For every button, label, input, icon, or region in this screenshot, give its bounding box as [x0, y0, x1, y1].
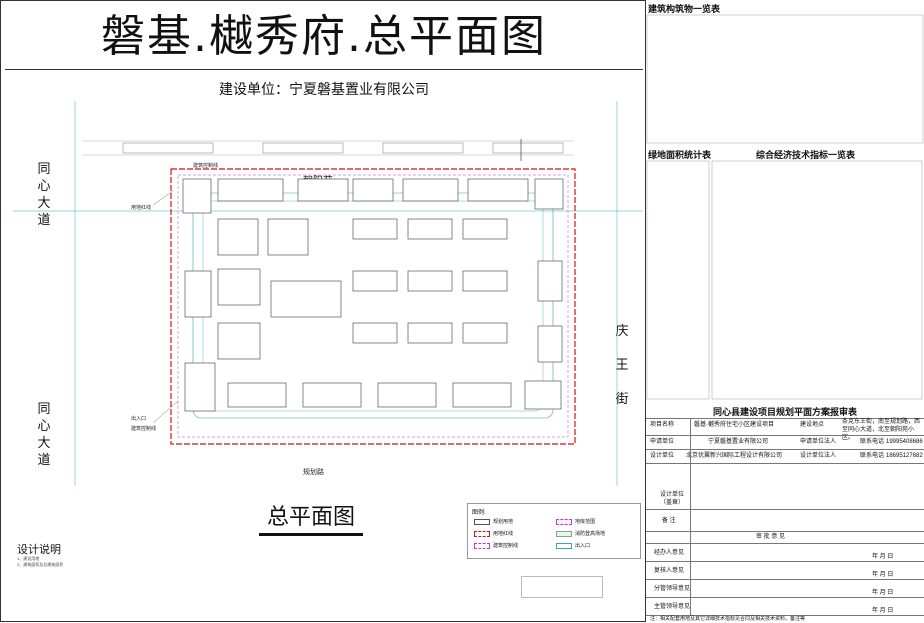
- building: [270, 280, 342, 318]
- location-label: 建设地点: [800, 422, 825, 428]
- building: [452, 382, 512, 408]
- project-name: 磐基·樾秀府住宅小区建设项目: [694, 422, 774, 428]
- setback-line: [177, 174, 569, 438]
- building: [302, 382, 362, 408]
- building: [352, 270, 398, 292]
- applicant: 宁夏磐基置业有限公司: [708, 439, 769, 445]
- building: [352, 178, 394, 202]
- building: [377, 382, 437, 408]
- project-name-label: 项目名称: [650, 422, 675, 428]
- building: [352, 218, 398, 240]
- design-contact-label: 设计单位法人: [800, 453, 837, 459]
- report-title: 同心县建设项目规划平面方案报审表: [712, 407, 857, 417]
- design-notes-heading: 设计说明: [17, 544, 61, 556]
- design-label: 设计单位: [650, 453, 675, 459]
- location: 条克东王街，南至规划路，西至同心大道，北至朝阳苑小区。: [842, 419, 921, 441]
- building: [534, 178, 564, 210]
- design: 北京优翼新兴国际工程设计有限公司: [686, 453, 783, 459]
- sign1: 经办人意见: [654, 550, 685, 556]
- building: [462, 322, 508, 344]
- table2-title: 绿地面积统计表: [648, 150, 712, 160]
- building: [407, 322, 453, 344]
- building: [402, 178, 459, 202]
- main-title: 磐基.樾秀府.总平面图: [5, 5, 643, 70]
- greenline-label: 建筑控制线: [131, 425, 156, 432]
- report-footer: 注：相关配套用地及其它详细技术指标见合同及相关技术资料。备注等: [650, 616, 806, 622]
- building: [217, 322, 261, 360]
- building: [227, 382, 287, 408]
- date: 年 月 日: [872, 572, 894, 578]
- phone: 19995408686: [886, 439, 923, 445]
- site-plan: 朝阳苑: [13, 101, 643, 486]
- boundary-label: 用地红线: [131, 204, 151, 211]
- legend: 图例: 规划用地 用地红线 建筑控制线 地库范围 消防登高场地 出入口: [467, 503, 641, 559]
- building: [217, 218, 259, 256]
- client-line: 建设单位：宁夏磐基置业有限公司: [219, 81, 429, 97]
- building: [407, 270, 453, 292]
- south-road-label: 规划路: [303, 467, 324, 476]
- table3-title: 综合经济技术指标一览表: [756, 150, 856, 160]
- building: [217, 178, 284, 202]
- legend-item: 规划用地: [474, 518, 513, 525]
- legend-item: 建筑控制线: [474, 542, 518, 549]
- drawing-sheet: 磐基.樾秀府.总平面图 建设单位：宁夏磐基置业有限公司 同心大道 同心大道 庆王…: [0, 0, 646, 622]
- building: [267, 218, 309, 256]
- legend-item: 消防登高场地: [556, 530, 605, 537]
- sign3: 分管领导意见: [654, 586, 691, 592]
- legend-item: 出入口: [556, 542, 590, 549]
- building: [182, 178, 212, 214]
- notes-line: 1、建设用地: [17, 556, 40, 561]
- west-road-label-top: 同心大道: [37, 162, 51, 228]
- legend-title: 图例:: [472, 510, 486, 516]
- east-road-label: 庆王街: [615, 324, 629, 407]
- leader-line: [152, 400, 179, 424]
- notes-line: 2、建筑面积及总建筑面积: [17, 562, 64, 567]
- building: [297, 178, 349, 202]
- exit-label: 出入口: [131, 415, 146, 422]
- site-boundary: [170, 168, 576, 445]
- sign2: 复核人意见: [654, 568, 685, 574]
- applicant-contact-label: 申请单位法人: [800, 439, 837, 445]
- building: [352, 322, 398, 344]
- date: 年 月 日: [872, 608, 894, 614]
- note-label: 备 注: [662, 518, 676, 524]
- right-panel: 建筑构筑物一览表 绿地面积统计表 综合经济技术指标一览表 同心县建设项目规划平面…: [646, 0, 924, 622]
- approval-form: 同心县建设项目规划平面方案报审表 项目名称 磐基·樾秀府住宅小区建设项目 建设地…: [646, 405, 924, 622]
- design-notes: 1、建设用地 2、建筑面积及总建筑面积: [17, 556, 627, 568]
- date: 年 月 日: [872, 554, 894, 560]
- phone-label: 联系电话: [860, 439, 885, 445]
- date: 年 月 日: [872, 590, 894, 596]
- leader-line: [152, 190, 174, 206]
- contact-label: 联系电话: [860, 453, 885, 459]
- neighbor-building: [262, 142, 344, 154]
- sign4: 主管领导意见: [654, 604, 691, 610]
- west-road-label-bottom: 同心大道: [37, 402, 51, 468]
- building: [467, 178, 529, 202]
- phone2: 18695127682: [886, 453, 923, 459]
- building: [184, 270, 212, 318]
- legend-item: 用地红线: [474, 530, 513, 537]
- opinion-label: 设计单位 （盖章）: [660, 492, 685, 506]
- building: [462, 270, 508, 292]
- building-table: [646, 14, 924, 144]
- building: [524, 380, 562, 410]
- indicator-tables: [646, 160, 923, 400]
- setback-label: 建筑控制线: [193, 162, 218, 169]
- neighbor-building: [122, 142, 214, 154]
- plan-caption: 总平面图: [259, 499, 364, 536]
- building: [184, 362, 216, 412]
- neighbor-building: [382, 142, 464, 154]
- review-label: 审 批 意 见: [756, 534, 786, 540]
- building: [462, 218, 508, 240]
- building: [537, 260, 563, 302]
- applicant-label: 申请单位: [650, 439, 675, 445]
- approval-stamp: [521, 576, 603, 598]
- table1-title: 建筑构筑物一览表: [648, 4, 721, 14]
- neighbor-building: [492, 142, 564, 154]
- building: [407, 218, 453, 240]
- building: [537, 325, 563, 363]
- legend-item: 地库范围: [556, 518, 595, 525]
- building: [217, 268, 261, 306]
